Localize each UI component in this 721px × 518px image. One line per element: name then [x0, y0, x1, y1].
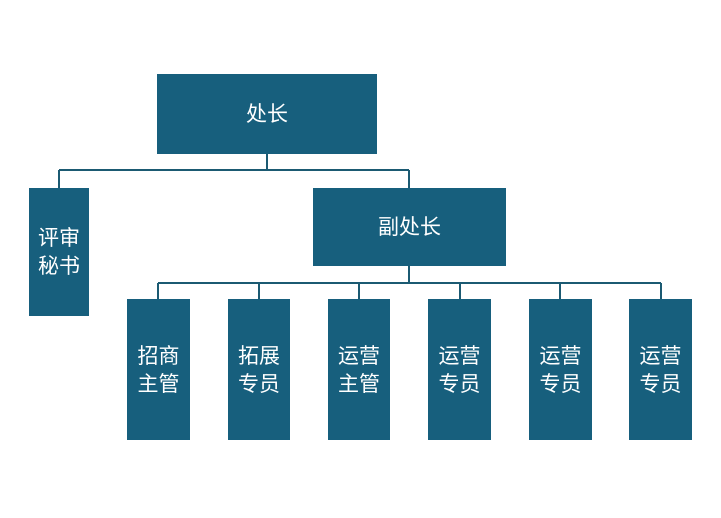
staff-label-4: 运营专员: [438, 343, 481, 396]
staff-node-6: 运营专员: [629, 299, 692, 440]
staff-label-6: 运营专员: [639, 343, 682, 396]
staff-label-1: 招商主管: [137, 343, 180, 396]
secretary-node: 评审秘书: [29, 188, 89, 316]
staff-node-3: 运营主管: [328, 299, 390, 440]
staff-label-5: 运营专员: [539, 343, 582, 396]
staff-node-5: 运营专员: [529, 299, 592, 440]
head-label: 处长: [246, 102, 288, 126]
secretary-label: 评审秘书: [38, 226, 80, 278]
deputy-label: 副处长: [378, 215, 441, 239]
deputy-node: 副处长: [313, 188, 506, 266]
head-node: 处长: [157, 74, 377, 154]
staff-node-4: 运营专员: [428, 299, 491, 440]
staff-label-2: 拓展专员: [238, 343, 280, 396]
staff-node-1: 招商主管: [127, 299, 190, 440]
staff-node-2: 拓展专员: [228, 299, 290, 440]
staff-label-3: 运营主管: [338, 343, 380, 396]
